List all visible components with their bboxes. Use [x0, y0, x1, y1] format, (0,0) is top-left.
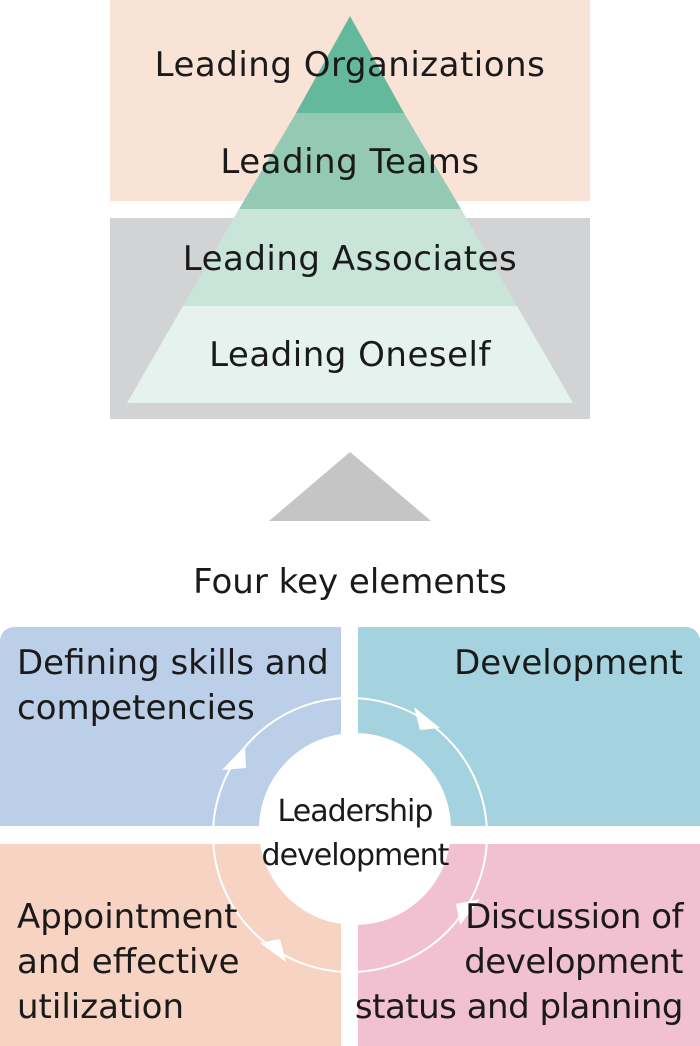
quadrant-line: status and planning: [354, 987, 684, 1027]
quadrant-text-appointment: Appointment and effective utilization: [17, 895, 240, 1030]
pyramid-label-associates: Leading Associates: [182, 239, 518, 279]
pyramid-graphic: [110, 0, 590, 521]
up-arrow-icon: [269, 452, 431, 521]
quadrant-line: utilization: [17, 987, 185, 1027]
four-key-elements-heading: Four key elements: [193, 562, 507, 602]
center-label-line-1: Leadership: [277, 794, 434, 829]
quadrant-text-discussion: Discussion of development status and pla…: [354, 895, 684, 1030]
quadrant-line: Development: [454, 643, 683, 683]
pyramid-label-teams: Leading Teams: [220, 142, 480, 182]
arrow-head-bottom-right-icon: [456, 899, 480, 925]
quadrant-line: competencies: [17, 688, 255, 728]
quadrant-line: and effective: [17, 942, 240, 982]
pyramid-level-associates: [183, 209, 517, 306]
quadrant-line: Defining skills and: [17, 643, 329, 683]
center-label-line-2: development: [261, 838, 450, 873]
pyramid-label-oneself: Leading Oneself: [209, 335, 491, 375]
quadrant-line: development: [464, 942, 683, 982]
arrow-head-top-left-icon: [222, 746, 246, 770]
quadrant-text-development: Development: [454, 641, 683, 686]
quadrant-text-defining-skills: Defining skills and competencies: [17, 641, 329, 731]
pyramid-level-teams: [239, 113, 461, 209]
pyramid-level-organizations: [296, 16, 404, 113]
quadrant-line: Discussion of: [465, 897, 683, 937]
arrow-head-bottom-left-icon: [260, 939, 286, 962]
arrow-head-top-right-icon: [414, 707, 440, 730]
cycle-ring: [212, 697, 488, 973]
pyramid-level-oneself: [127, 306, 573, 403]
center-circle: [259, 733, 451, 925]
center-label: Leadership development: [259, 790, 451, 878]
pyramid-label-organizations: Leading Organizations: [154, 45, 546, 85]
quadrant-line: Appointment: [17, 897, 238, 937]
